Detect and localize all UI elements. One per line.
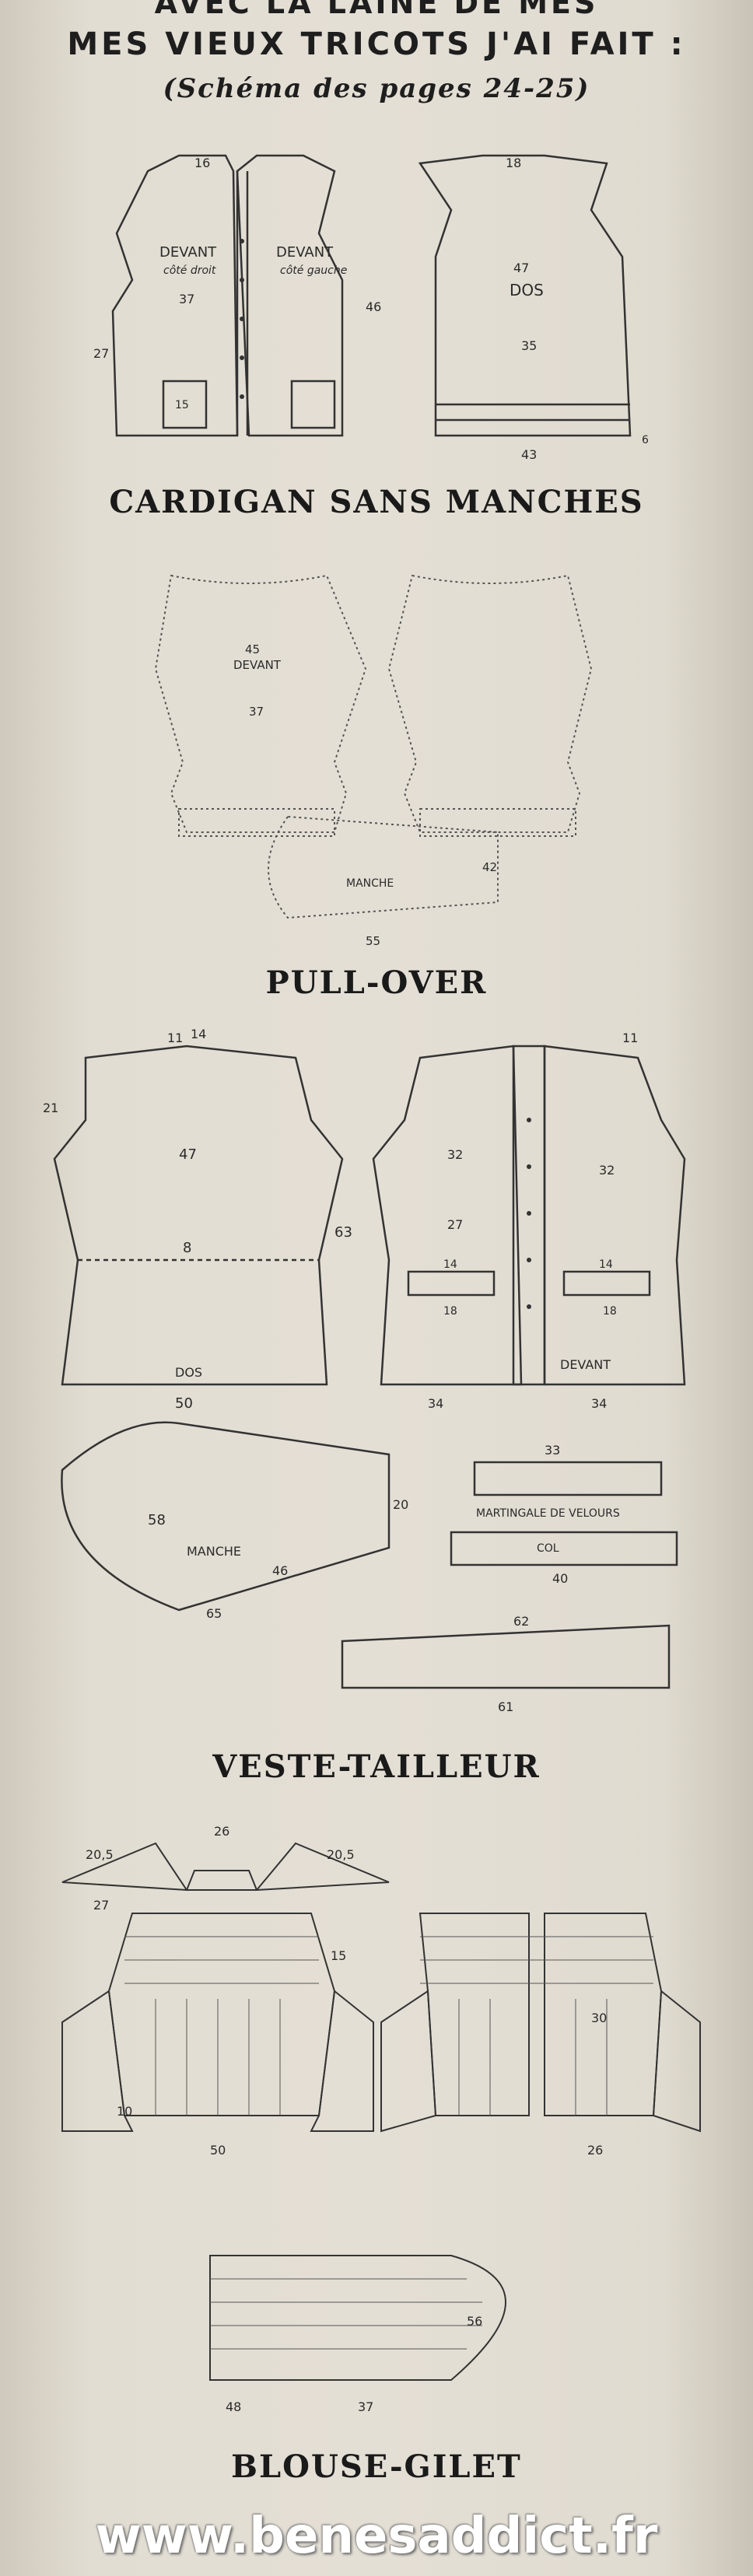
veste-m18a: 18 [443,1305,457,1318]
blouse-m15: 15 [331,1948,346,1963]
veste-m20: 20 [393,1497,408,1512]
blouse-title: BLOUSE-GILET [231,2448,522,2485]
veste-m-side2: 63 [334,1224,352,1241]
veste-m58: 58 [148,1512,166,1528]
veste-m14b: 14 [599,1258,613,1271]
veste-m18b: 18 [603,1305,617,1318]
cardigan-label-devant-gauche: DEVANT [276,244,334,261]
cardigan-label-dos: DOS [510,281,544,299]
cardigan-m8: 6 [642,434,649,446]
pullover-label-manche: MANCHE [346,877,394,890]
cardigan-m2: 18 [506,156,521,170]
veste-m-top1: 11 [167,1031,183,1045]
veste-m40: 40 [552,1571,568,1586]
veste-m14a: 14 [443,1258,457,1271]
veste-m-top3: 11 [622,1031,638,1045]
blouse-m50: 50 [210,2143,226,2158]
blouse-m48: 48 [226,2399,241,2414]
blouse-m205a: 20,5 [86,1847,114,1862]
cardigan-m7: 46 [366,299,381,314]
cardigan-m9: 27 [93,346,109,361]
veste-m47: 47 [179,1146,197,1163]
veste-diagram: 11 14 11 21 63 47 8 DOS 50 32 32 27 14 1… [43,1027,686,1714]
cardigan-m10: 43 [521,447,537,462]
veste-label-devant: DEVANT [560,1357,611,1372]
veste-label-dos: DOS [175,1365,202,1380]
veste-title: VESTE-TAILLEUR [212,1748,541,1785]
veste-m65: 65 [206,1606,222,1621]
cardigan-m3: 37 [179,292,194,306]
veste-m27: 27 [447,1217,463,1232]
veste-m46: 46 [272,1563,288,1578]
blouse-m37: 37 [358,2399,373,2414]
veste-label-martingale: MARTINGALE DE VELOURS [476,1507,620,1520]
cardigan-m1: 16 [194,156,210,170]
cardigan-label-devant-droit-sub: côté droit [163,264,216,277]
veste-m62: 62 [513,1614,529,1629]
pullover-m3: 55 [366,934,380,948]
cardigan-title: CARDIGAN SANS MANCHES [109,484,644,520]
pullover-m4: 42 [482,860,497,874]
veste-m61: 61 [498,1699,513,1714]
cardigan-m4: 35 [521,338,537,353]
pullover-label-devant: DEVANT [233,658,282,672]
watermark: www.benesaddict.fr [95,2508,658,2565]
veste-m-top2: 14 [191,1027,206,1041]
veste-m50: 50 [175,1395,193,1412]
cardigan-m5: 47 [513,261,529,275]
cardigan-m6: 15 [175,399,189,411]
veste-m32a: 32 [447,1147,463,1162]
blouse-m205b: 20,5 [327,1847,355,1862]
veste-m8: 8 [183,1240,191,1256]
blouse-m26: 26 [214,1824,229,1839]
veste-m33: 33 [545,1443,560,1458]
veste-m-side1: 21 [43,1101,58,1115]
pullover-m2: 37 [249,705,264,719]
veste-m34b: 34 [591,1396,607,1411]
cardigan-label-devant-droit: DEVANT [159,244,217,261]
veste-m32b: 32 [599,1163,615,1178]
cardigan-diagram: DEVANT côté droit DEVANT côté gauche DOS… [93,154,649,462]
pullover-m1: 45 [245,642,260,656]
blouse-m56: 56 [467,2314,482,2329]
heading-line-1: AVEC LA LAINE DE MES [154,0,599,20]
blouse-diagram: 20,5 20,5 26 27 30 50 26 10 15 48 37 56 [61,1824,701,2414]
veste-label-manche: MANCHE [187,1544,241,1559]
veste-label-col: COL [537,1542,559,1555]
blouse-m26b: 26 [587,2143,603,2158]
pullover-diagram: DEVANT MANCHE 45 37 55 42 [154,574,593,948]
heading-subtitle: (Schéma des pages 24-25) [163,73,590,104]
blouse-m10: 10 [117,2104,132,2119]
heading-line-2: MES VIEUX TRICOTS J'AI FAIT : [67,26,686,62]
blouse-m27: 27 [93,1898,109,1913]
veste-m34a: 34 [428,1396,443,1411]
blouse-m30: 30 [591,2011,607,2025]
cardigan-label-devant-gauche-sub: côté gauche [280,264,347,277]
pullover-title: PULL-OVER [265,964,488,1001]
